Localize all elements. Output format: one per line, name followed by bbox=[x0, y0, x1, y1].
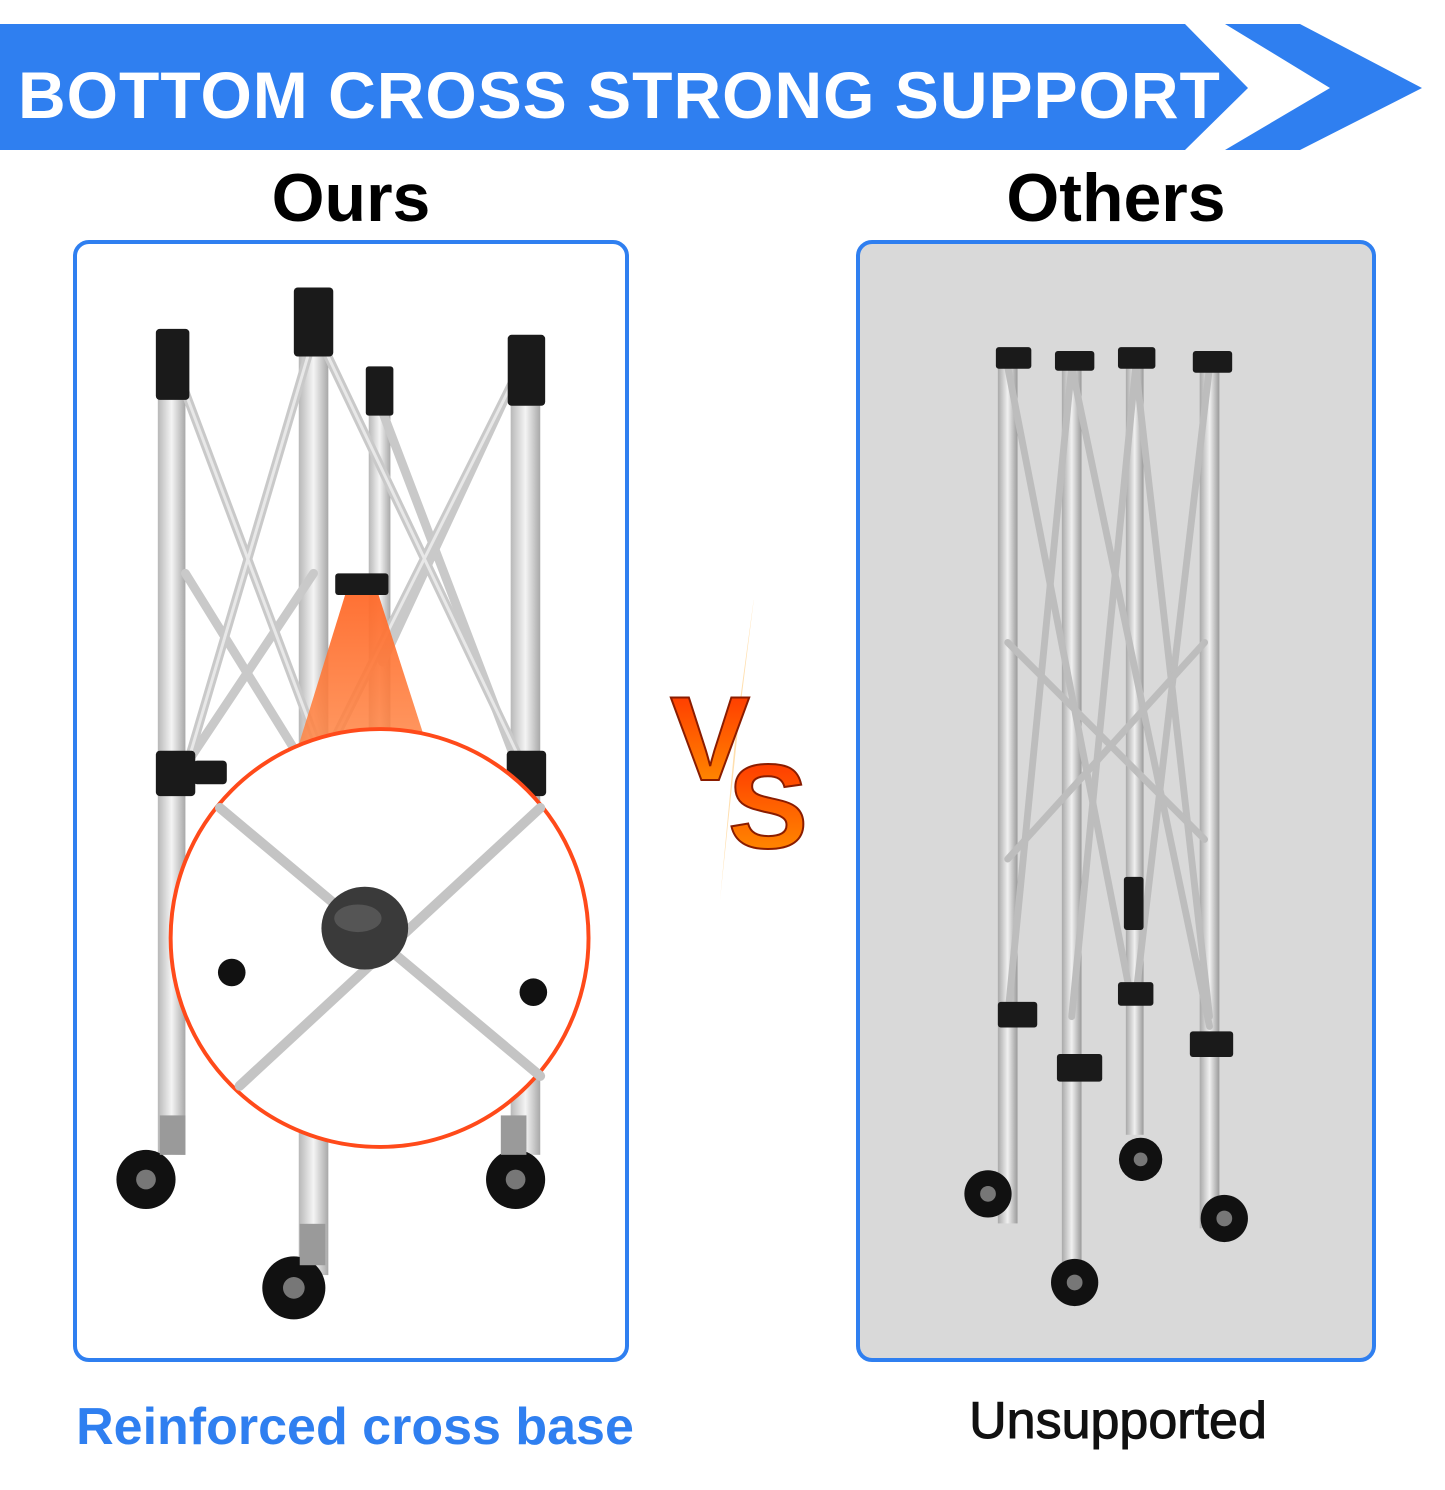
others-heading: Others bbox=[1006, 160, 1226, 236]
others-product-panel bbox=[856, 240, 1376, 1362]
banner-arrow bbox=[0, 24, 1422, 150]
others-caption: Unsupported bbox=[969, 1392, 1268, 1451]
banner-title: BOTTOM CROSS STRONG SUPPORT bbox=[18, 58, 1221, 132]
versus-graphic: V S bbox=[669, 600, 809, 900]
ours-heading: Ours bbox=[271, 160, 431, 236]
vs-letter-s: S bbox=[728, 740, 808, 874]
ours-cart-frame-image bbox=[116, 287, 591, 1320]
vs-letter-v: V bbox=[670, 672, 750, 806]
ours-product-panel bbox=[73, 240, 629, 1362]
others-cart-frame-image bbox=[964, 347, 1248, 1307]
ours-caption: Reinforced cross base bbox=[76, 1398, 634, 1456]
